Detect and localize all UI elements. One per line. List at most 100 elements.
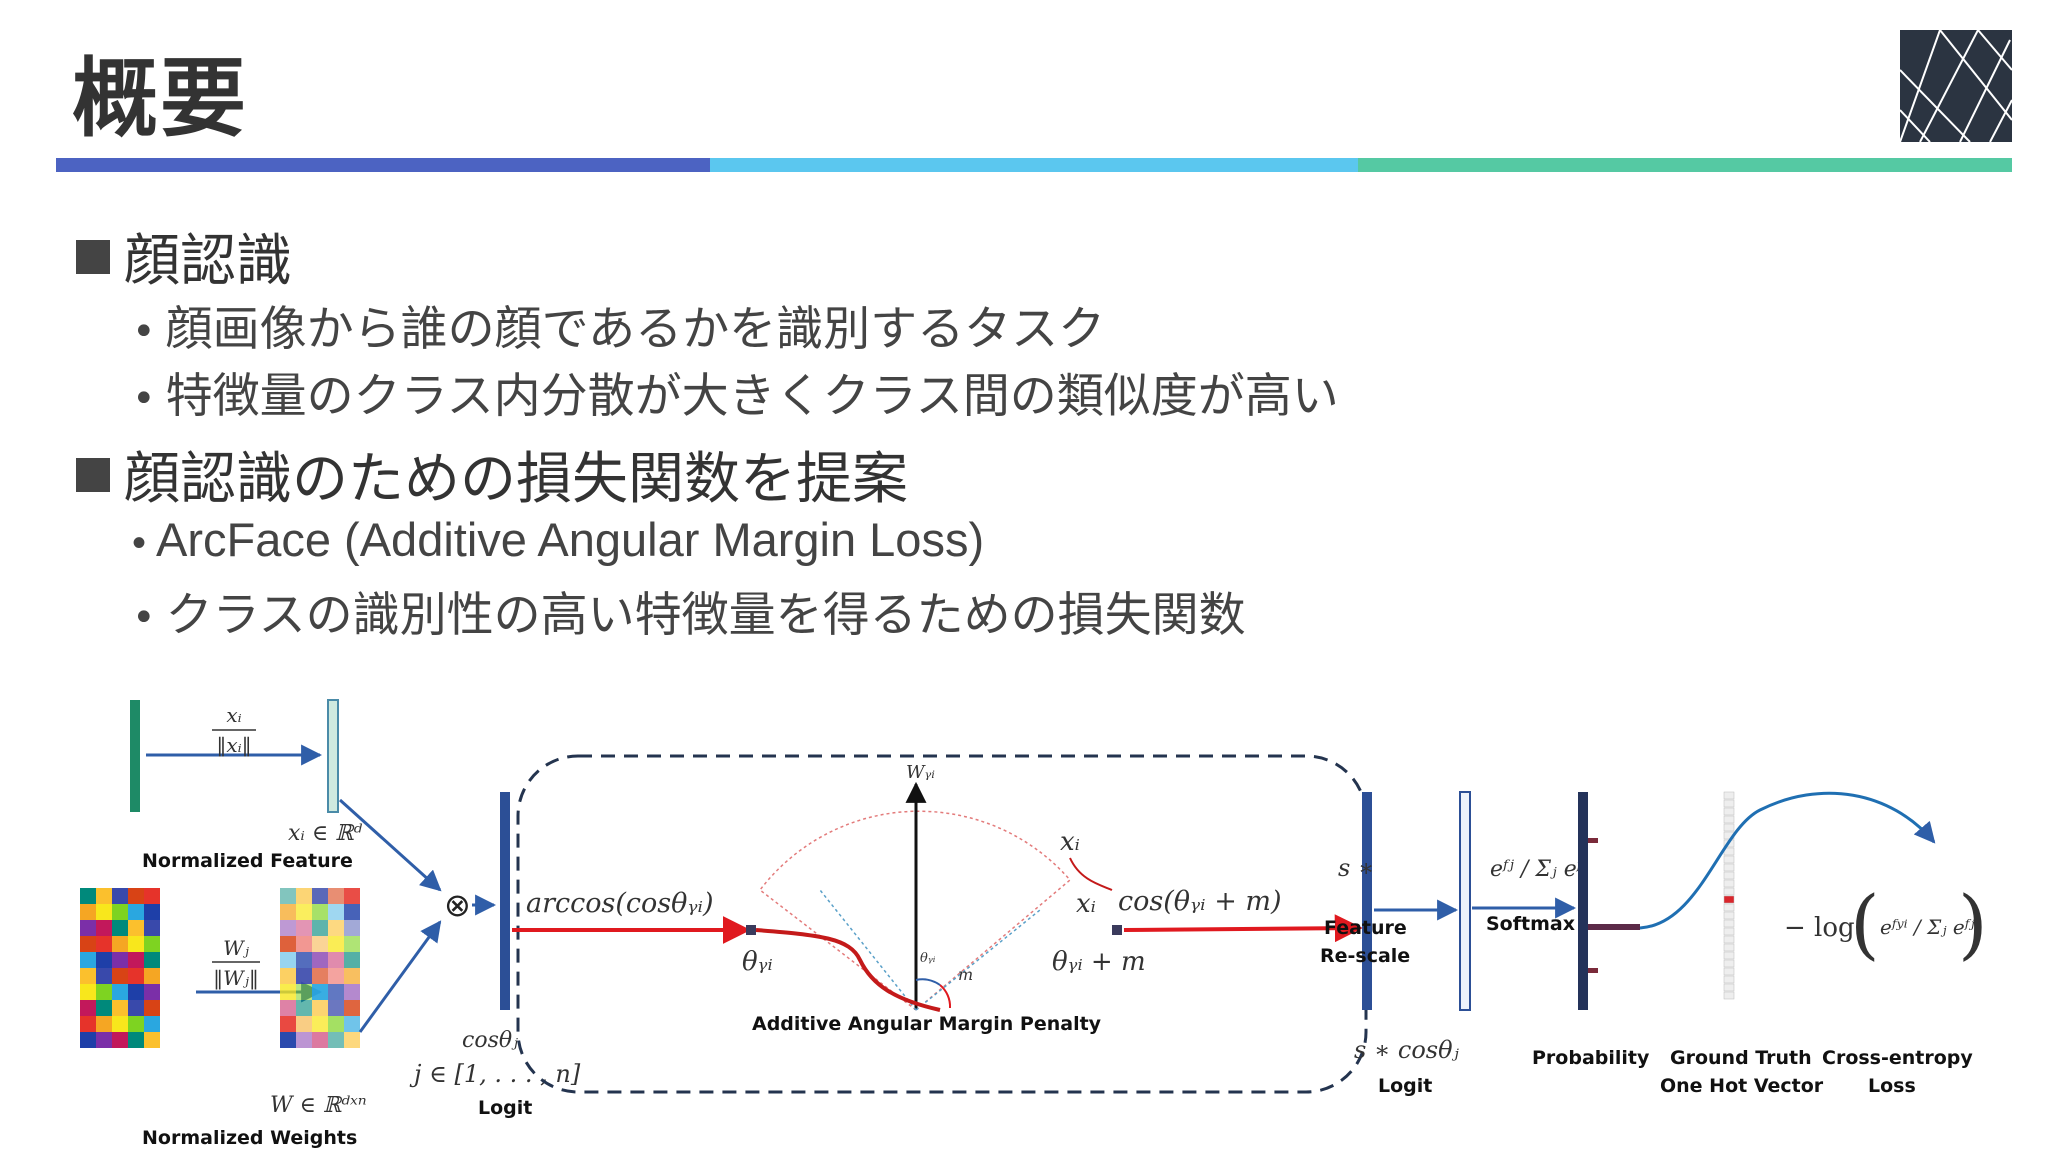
matrix-cell <box>128 1000 144 1016</box>
matrix-cell <box>144 904 160 920</box>
one-hot-cell <box>1723 879 1735 888</box>
matrix-cell <box>328 1016 344 1032</box>
arcface-diagram: xᵢ ‖xᵢ‖ xᵢ ∈ ℝᵈ Normalized Feature Wⱼ ‖W… <box>80 699 1988 1149</box>
matrix-cell <box>296 888 312 904</box>
matrix-cell <box>96 904 112 920</box>
matrix-cell <box>328 1032 344 1048</box>
matrix-cell <box>344 904 360 920</box>
matrix-cell <box>280 1016 296 1032</box>
matrix-cell <box>344 1016 360 1032</box>
theta-plus-m-label: θᵧᵢ + m <box>1052 947 1146 977</box>
one-hot-cell <box>1723 823 1735 832</box>
logit-label-2: Logit <box>1378 1075 1432 1097</box>
one-hot-cell <box>1723 887 1735 896</box>
square-bullet-icon <box>76 457 110 492</box>
matrix-cell <box>296 904 312 920</box>
bullet-item: •ArcFace (Additive Angular Margin Loss) <box>132 512 984 567</box>
matrix-cell <box>280 984 296 1000</box>
matrix-cell <box>80 984 96 1000</box>
matrix-cell <box>96 936 112 952</box>
ce-loss-label-1: Cross-entropy <box>1822 1047 1973 1069</box>
bullet-text: 特徴量のクラス内分散が大きくクラス間の類似度が高い <box>165 369 1339 424</box>
matrix-cell <box>128 984 144 1000</box>
matrix-cell <box>80 1000 96 1016</box>
tick-mark <box>1588 968 1598 973</box>
xi-over-norm-denominator: ‖xᵢ‖ <box>216 733 251 758</box>
one-hot-cell <box>1723 871 1735 880</box>
matrix-cell <box>112 904 128 920</box>
feature-rescale-label-1: Feature <box>1324 917 1407 939</box>
matrix-cell <box>328 952 344 968</box>
matrix-cell <box>344 936 360 952</box>
one-hot-cell <box>1723 951 1735 960</box>
matrix-cell <box>128 1016 144 1032</box>
probability-bar <box>1578 792 1588 1010</box>
matrix-cell <box>296 984 312 1000</box>
scaled-output-bar <box>1459 791 1471 1011</box>
marker-square <box>746 925 756 935</box>
matrix-cell <box>312 888 328 904</box>
one-hot-cell <box>1723 927 1735 936</box>
weight-matrix <box>80 888 160 1048</box>
section-heading-text: 顔認識 <box>124 229 292 294</box>
one-hot-cell <box>1723 911 1735 920</box>
s-star-label: s ∗ <box>1338 854 1374 882</box>
one-hot-cell <box>1723 967 1735 976</box>
wj-numerator: Wⱼ <box>223 936 250 960</box>
matrix-cell <box>296 1000 312 1016</box>
dotted-guide <box>819 889 917 1011</box>
normalized-weights-label: Normalized Weights <box>142 1127 357 1149</box>
one-hot-cell <box>1723 815 1735 824</box>
matrix-cell <box>96 920 112 936</box>
one-hot-cell <box>1723 863 1735 872</box>
matrix-cell <box>80 904 96 920</box>
one-hot-cell <box>1723 943 1735 952</box>
bullet-dot-icon: • <box>132 595 156 641</box>
one-hot-cell <box>1723 959 1735 968</box>
matrix-cell <box>144 888 160 904</box>
one-hot-cell <box>1723 903 1735 912</box>
ground-truth-label-1: Ground Truth <box>1670 1047 1812 1069</box>
matrix-cell <box>80 920 96 936</box>
matrix-cell <box>328 888 344 904</box>
header-bar-segment-2 <box>710 158 1358 172</box>
matrix-cell <box>96 1032 112 1048</box>
matrix-cell <box>128 920 144 936</box>
matrix-cell <box>344 952 360 968</box>
matrix-cell <box>296 920 312 936</box>
red-squiggle <box>1069 857 1113 891</box>
arccos-expression: arccos(cosθᵧᵢ) <box>526 888 714 919</box>
matrix-cell <box>112 936 128 952</box>
matrix-cell <box>344 1032 360 1048</box>
matrix-cell <box>144 984 160 1000</box>
xi-over-norm-numerator: xᵢ <box>226 703 241 727</box>
matrix-cell <box>96 1016 112 1032</box>
matrix-cell <box>80 1032 96 1048</box>
feature-domain: xᵢ ∈ ℝᵈ <box>288 821 362 846</box>
matrix-cell <box>344 984 360 1000</box>
red-arrow <box>1123 914 1363 943</box>
matrix-cell <box>112 920 128 936</box>
matrix-cell <box>328 984 344 1000</box>
matrix-cell <box>312 904 328 920</box>
matrix-cell <box>312 1032 328 1048</box>
section-heading-text: 顔認識のための損失関数を提案 <box>124 447 908 512</box>
cos-theta-j: cosθⱼ <box>462 1028 518 1053</box>
matrix-cell <box>280 904 296 920</box>
matrix-cell <box>144 1032 160 1048</box>
s-cos-label: s ∗ cosθⱼ <box>1354 1036 1460 1064</box>
bullet-dot-icon: • <box>132 309 156 355</box>
bullet-text: 顔画像から誰の顔であるかを識別するタスク <box>165 302 1106 357</box>
matrix-cell <box>344 920 360 936</box>
matrix-cell <box>280 1032 296 1048</box>
matrix-cell <box>80 952 96 968</box>
matrix-cell <box>112 984 128 1000</box>
softmax-formula: eᶠʲ / Σⱼ eᶠʲ <box>1490 857 1588 882</box>
normalized-feature-bar <box>327 699 339 813</box>
matrix-cell <box>296 952 312 968</box>
additive-margin-box <box>516 754 1368 1094</box>
matrix-cell <box>328 1000 344 1016</box>
section-heading-loss-proposal: 顔認識のための損失関数を提案 <box>76 434 908 515</box>
matrix-cell <box>128 952 144 968</box>
matrix-cell <box>280 936 296 952</box>
